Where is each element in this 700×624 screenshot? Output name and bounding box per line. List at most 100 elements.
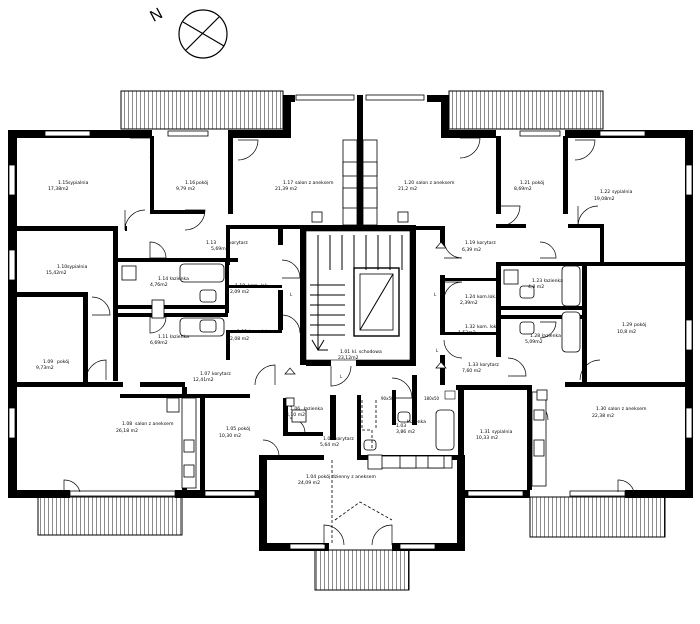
room-area-r25: 4,10 m2 — [286, 412, 305, 418]
room-area-r14: 9,73m2 — [36, 365, 54, 371]
room-number-r5: 1.21 — [520, 180, 530, 186]
room-number-r13: 1.24 — [465, 294, 475, 300]
room-name-r19: pokój — [634, 321, 646, 328]
tag-l3: L — [340, 374, 343, 379]
room-number-r14: 1.09 — [43, 359, 53, 365]
room-area-r10: 4,76m2 — [150, 282, 168, 288]
north-label: N — [147, 5, 165, 25]
room-name-r7: sypialnia — [67, 264, 88, 270]
room-area-r28: 10,33 m2 — [476, 435, 498, 441]
room-name-r20: kl. schodowa — [352, 349, 382, 355]
balcony-top-right — [448, 90, 604, 130]
staircase — [305, 230, 411, 361]
opening-dimensions: 90x50 180x50 — [381, 390, 456, 401]
room-number-r4: 1.20 — [404, 180, 414, 186]
room-name-r1: sypialnia — [68, 180, 89, 186]
room-area-r21: 12,41m2 — [193, 377, 214, 383]
room-name-r9: korytarz — [477, 240, 496, 246]
room-number-r30: 1.04 — [306, 474, 316, 480]
room-number-r2: 1.16 — [185, 180, 195, 186]
room-number-r20: 1.01 — [340, 349, 350, 355]
room-name-r23: salon z aneksem — [135, 421, 174, 427]
room-name-r26: korytarz — [335, 436, 354, 442]
room-number-r17: 1.32 — [465, 324, 475, 330]
room-number-r3: 1.17 — [283, 180, 293, 186]
room-number-r9: 1.19 — [465, 240, 475, 246]
room-number-r23: 1.08 — [122, 421, 132, 427]
fixtures — [121, 139, 581, 489]
tag-l4: L — [436, 348, 439, 353]
room-area-r20: 23,12m2 — [338, 355, 359, 361]
room-area-r19: 10,8 m2 — [617, 329, 636, 335]
room-area-r5: 8,69m2 — [514, 186, 532, 192]
room-name-r4: salon z aneksem — [416, 180, 455, 186]
room-name-r28: sypialnia — [492, 429, 513, 435]
room-number-r28: 1.31 — [480, 429, 490, 435]
room-area-r30: 24,09 m2 — [298, 480, 320, 486]
room-area-r3: 21,39 m2 — [275, 186, 297, 192]
room-number-r25: 1.06 — [290, 406, 300, 412]
room-area-r15: 6,69m2 — [150, 340, 168, 346]
room-number-r6: 1.22 — [600, 189, 610, 195]
room-area-r7: 15,42m2 — [46, 270, 67, 276]
balcony-bottom-left — [37, 496, 183, 536]
room-name-r11: kom. lok. — [248, 283, 269, 289]
room-name-r15: łazienka — [170, 334, 189, 340]
room-area-r13: 2,39m2 — [460, 300, 478, 306]
room-number-r16: 1.12 — [237, 329, 247, 335]
room-area-r11: 2,09 m2 — [230, 289, 249, 295]
compass-circle — [178, 9, 228, 59]
tag-l1: L — [290, 292, 293, 297]
tag-l2: L — [434, 292, 437, 297]
room-area-r12: 4,8 m2 — [528, 284, 544, 290]
windows — [8, 94, 693, 550]
room-name-r14: pokój — [57, 358, 69, 365]
room-name-r22: korytarz — [480, 362, 499, 368]
room-name-r25: łazienka — [304, 406, 323, 412]
room-number-r27: 1.03 — [396, 423, 406, 429]
room-area-r8: 5,69m2 — [211, 246, 229, 252]
north-arrow: N — [147, 5, 228, 59]
room-number-r11: 1.18 — [235, 283, 245, 289]
room-area-r22: 7,60 m2 — [462, 368, 481, 374]
room-name-r2: pokój — [196, 179, 208, 186]
room-area-r26: 5,64 m2 — [320, 442, 339, 448]
room-area-r17: 1,53m2 — [458, 330, 476, 336]
room-name-r27: łazienka — [407, 419, 426, 425]
tags: L L L L — [284, 241, 447, 379]
room-number-r21: 1.07 — [200, 371, 210, 377]
room-number-r24: 1.05 — [226, 426, 236, 432]
room-number-r12: 1.23 — [532, 278, 542, 284]
room-number-r10: 1.14 — [158, 276, 168, 282]
room-name-r3: salon z aneksem — [295, 180, 334, 186]
room-number-r29: 1.30 — [596, 406, 606, 412]
room-area-r6: 19,08m2 — [594, 196, 615, 202]
room-number-r19: 1.29 — [622, 322, 632, 328]
room-area-r24: 10,30 m2 — [219, 433, 241, 439]
room-name-r24: pokój — [238, 425, 250, 432]
dashed-partitions — [331, 400, 393, 543]
balcony-bottom-right — [529, 496, 666, 538]
room-name-r12: łazienka — [544, 278, 563, 284]
room-area-r18: 5,09m2 — [525, 339, 543, 345]
room-number-r8: 1.13 — [206, 240, 216, 246]
room-number-r22: 1.33 — [468, 362, 478, 368]
room-name-r6: sypialnia — [612, 189, 633, 195]
room-area-r4: 21,2 m2 — [398, 186, 417, 192]
room-area-r23: 26,18 m2 — [116, 428, 138, 434]
room-number-r18: 1.28 — [530, 333, 540, 339]
door-swings — [63, 137, 635, 546]
room-name-r13: kom.lok. — [477, 294, 496, 300]
room-name-r16: kom. lok. — [249, 329, 270, 335]
room-labels: 1.15 sypialnia 17,38m2 1.16 pokój 9,79 m… — [36, 179, 647, 486]
room-area-r16: 2,08 m2 — [230, 336, 249, 342]
room-name-r21: korytarz — [212, 371, 231, 377]
room-name-r10: łazienka — [170, 276, 189, 282]
room-number-r26: 1.02 — [323, 436, 333, 442]
room-area-r27: 3,86 m2 — [396, 429, 415, 435]
room-name-r29: salon z aneksem — [608, 406, 647, 412]
room-name-r18: łazienka — [542, 333, 561, 339]
opening-180x50: 180x50 — [424, 396, 440, 401]
balcony-bottom-center — [314, 549, 410, 591]
